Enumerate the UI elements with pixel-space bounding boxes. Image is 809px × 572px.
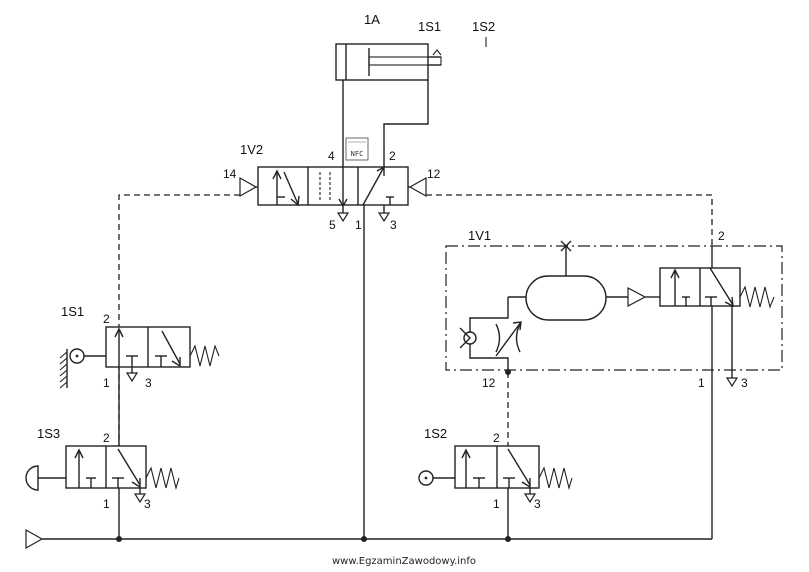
timer-port-2: 2 bbox=[718, 229, 725, 243]
timer-port-1: 1 bbox=[698, 376, 705, 390]
s1-port-1: 1 bbox=[103, 376, 110, 390]
port-5: 5 bbox=[329, 218, 336, 232]
supply-source-triangle bbox=[25, 528, 44, 550]
valve-1s1-label: 1S1 bbox=[61, 304, 84, 319]
port-3: 3 bbox=[390, 218, 397, 232]
cylinder-1a bbox=[335, 37, 487, 81]
s2-port-1: 1 bbox=[493, 497, 500, 511]
valve-1s3 bbox=[25, 445, 180, 504]
valve-1s2 bbox=[418, 445, 573, 504]
cylinder-label: 1A bbox=[364, 12, 380, 27]
junction-dot bbox=[505, 536, 511, 542]
sensor-1s2-top-label: 1S2 bbox=[472, 19, 495, 34]
nfc-stamp: NFC bbox=[345, 137, 369, 161]
valve-1s3-label: 1S3 bbox=[37, 426, 60, 441]
valve-1s2-label: 1S2 bbox=[424, 426, 447, 441]
s1-port-3: 3 bbox=[145, 376, 152, 390]
sensor-1s1-top-label: 1S1 bbox=[418, 19, 441, 34]
s2-port-3: 3 bbox=[534, 497, 541, 511]
port-4: 4 bbox=[328, 149, 335, 163]
main-valve-1v2 bbox=[239, 165, 427, 223]
port-14: 14 bbox=[223, 167, 237, 181]
port-1: 1 bbox=[355, 218, 362, 232]
s3-port-3: 3 bbox=[144, 497, 151, 511]
s3-port-2: 2 bbox=[103, 431, 110, 445]
pilot-line-12 bbox=[426, 194, 713, 246]
junction-dot bbox=[505, 369, 511, 375]
main-valve-label: 1V2 bbox=[240, 142, 263, 157]
junction-dot bbox=[361, 536, 367, 542]
timer-port-3: 3 bbox=[741, 376, 748, 390]
timer-port-12: 12 bbox=[482, 376, 496, 390]
line-port2 bbox=[383, 80, 429, 167]
valve-1s1 bbox=[59, 326, 220, 389]
timer-valve-1v1-border bbox=[445, 245, 783, 371]
port-2: 2 bbox=[389, 149, 396, 163]
timer-valve-label: 1V1 bbox=[468, 228, 491, 243]
s1-port-2: 2 bbox=[103, 312, 110, 326]
timer-valve-1v1 bbox=[459, 240, 775, 539]
s3-port-1: 1 bbox=[103, 497, 110, 511]
junction-dot bbox=[116, 536, 122, 542]
svg-text:NFC: NFC bbox=[351, 150, 364, 158]
port-12: 12 bbox=[427, 167, 441, 181]
pilot-line-14 bbox=[118, 194, 240, 446]
watermark: www.EgzaminZawodowy.info bbox=[332, 556, 476, 567]
s2-port-2: 2 bbox=[493, 431, 500, 445]
